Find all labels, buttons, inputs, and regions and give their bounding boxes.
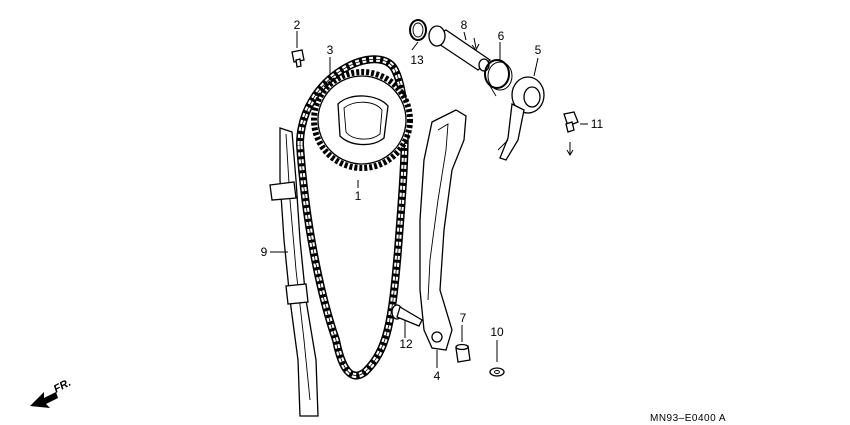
- drawing-code: MN93–E0400 A: [650, 413, 726, 424]
- callout-1: 1: [355, 189, 362, 203]
- part-7-collar[interactable]: [455, 343, 471, 363]
- part-11-bolt[interactable]: [563, 111, 579, 133]
- arrowhead-down-icon: [566, 149, 574, 156]
- callout-11: 11: [591, 117, 604, 131]
- callout-12: 12: [399, 337, 413, 351]
- part-3-cam-chain[interactable]: [295, 55, 409, 380]
- front-arrow-icon: [30, 392, 58, 408]
- callout-5: 5: [535, 43, 542, 57]
- front-direction-indicator: FR.: [30, 377, 73, 408]
- callout-2: 2: [294, 18, 301, 32]
- part-1-cam-sprocket[interactable]: [311, 69, 413, 171]
- part-10-washer[interactable]: [489, 367, 505, 377]
- callout-3: 3: [327, 43, 334, 57]
- callout-7: 7: [460, 311, 467, 325]
- direction-label: FR.: [52, 377, 73, 396]
- part-6-tensioner-spring[interactable]: [484, 59, 513, 97]
- callout-10: 10: [490, 325, 504, 339]
- callout-4: 4: [434, 369, 441, 383]
- part-13-o-ring[interactable]: [409, 19, 427, 41]
- leader-lines: [270, 31, 588, 368]
- part-9-chain-guide[interactable]: [269, 127, 319, 417]
- arrowhead-down-icon: [471, 43, 480, 51]
- part-12-pivot-bolt[interactable]: [391, 304, 423, 327]
- part-5-tensioner-lifter[interactable]: [497, 76, 545, 161]
- callout-6: 6: [498, 29, 505, 43]
- callout-13: 13: [410, 53, 424, 67]
- arrow-down-icon: [473, 37, 477, 49]
- part-2-bolt[interactable]: [291, 49, 305, 68]
- part-4-tensioner-arm[interactable]: [419, 109, 467, 351]
- part-8-pivot-shaft[interactable]: [428, 25, 492, 72]
- callout-9: 9: [261, 245, 268, 259]
- callout-8: 8: [461, 18, 468, 32]
